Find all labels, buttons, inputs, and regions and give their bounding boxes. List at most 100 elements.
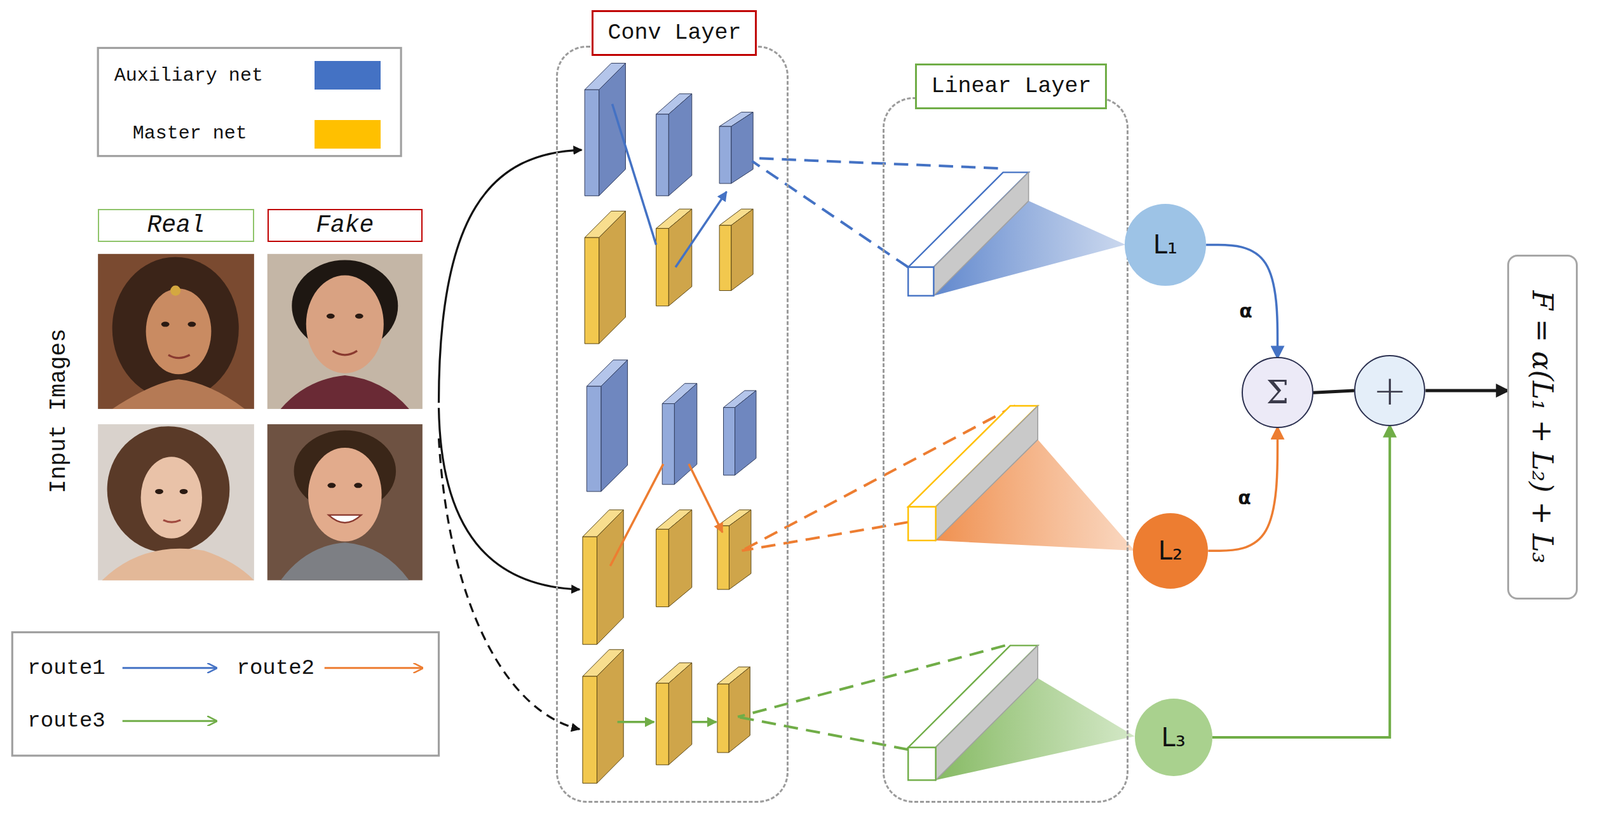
feature-map-block [656,94,692,197]
mouth [328,515,361,523]
face [306,275,384,374]
eye [179,489,189,495]
feature-map-block [656,663,692,766]
loss-circle: L₂ [1132,513,1209,590]
linear-prism-side [935,406,1039,541]
layer-panel: Linear Layer [882,97,1129,804]
legend-entry: route3 [27,709,105,734]
operator-symbol: Σ [1266,373,1289,412]
route-line [617,721,655,724]
legend-entry: Auxiliary net [114,64,264,87]
feature-map-block [582,650,624,784]
loss-label: L₃ [1161,722,1186,753]
eye [353,482,363,489]
eye [327,482,336,489]
operator-symbol: + [1372,366,1407,416]
edge-label-anchor: α [1236,299,1255,322]
tag-label: Fake [315,210,374,241]
loss-circle: L₃ [1134,698,1213,777]
legend-swatch [314,120,381,149]
formula-text: F = α(L₁ + L₂) + L₃ [1525,291,1560,565]
class-tag: Real [97,209,255,242]
input-arrow [439,149,583,403]
feature-map-block [719,112,753,184]
face [141,456,203,539]
shoulders [102,549,255,581]
label-anchor: Input Images [45,329,72,494]
feature-map-block [717,667,750,753]
linear-prism-front [908,507,936,541]
hair [107,426,231,553]
legend-frame [97,47,401,156]
legend-label: route1 [27,656,105,681]
linear-prism-front [908,267,934,297]
axis-label: Input Images [45,329,72,494]
linear-prism-side [935,645,1039,781]
linear-prism-side [933,172,1029,296]
mouth [168,355,190,359]
eye [187,322,196,328]
sum-operator: Σ [1241,357,1313,429]
edge-label-anchor: α [1235,486,1254,509]
legend-line-sample [122,667,217,670]
face-photo [97,424,255,581]
photo-background [97,424,255,581]
panel-heading: Linear Layer [915,63,1107,110]
route-line [688,464,723,534]
loss-circle: L₁ [1124,203,1207,286]
hair [112,257,239,401]
route-line [612,104,657,246]
layer-panel: Conv Layer [555,45,789,804]
projection-line [752,158,999,169]
legend-line-sample [324,667,423,670]
route-line [691,721,717,724]
input-arrow [439,407,581,590]
legend-label: Master net [132,122,248,145]
weight-label: α [1236,299,1255,322]
face [308,447,382,543]
loss-label: L₂ [1158,535,1183,567]
connector [1425,389,1507,393]
eye [161,322,170,328]
face-photo [267,424,423,581]
legend-label: route2 [237,656,315,681]
shoulders [112,379,246,410]
feature-map-block [582,510,624,645]
feature-map-block [723,390,757,476]
tag-label: Real [146,210,205,241]
panel-heading: Conv Layer [591,10,757,56]
legend-entry: Master net [132,122,248,145]
legend-frame [12,632,439,757]
class-tag: Fake [267,209,423,242]
connector [1212,426,1390,738]
photo-background [267,254,423,410]
feature-map-block [656,209,692,307]
legend-label: Auxiliary net [114,64,264,87]
weight-label: α [1235,486,1254,509]
mouth [163,520,181,523]
mouth [332,350,358,355]
loss-label: L₁ [1153,229,1178,260]
add-operator: + [1354,355,1426,427]
feature-map-block [586,360,628,492]
shirt [280,542,410,581]
input-arrow [439,438,581,730]
legend-line-sample [122,720,217,723]
route-line [610,464,664,567]
connector [1207,428,1278,551]
photo-background [97,254,255,410]
eye [326,313,335,319]
legend-label: route3 [27,709,105,734]
legend-entry: route1 [27,656,105,681]
route-line [675,191,727,268]
face-photo [267,254,423,410]
legend-swatch [314,61,381,90]
linear-prism-front [908,747,936,781]
feature-map-block [584,210,626,344]
face [146,288,212,375]
connector [1313,390,1355,393]
face-photo [97,254,255,410]
legend-entry: route2 [237,656,315,681]
photo-background [267,424,423,581]
